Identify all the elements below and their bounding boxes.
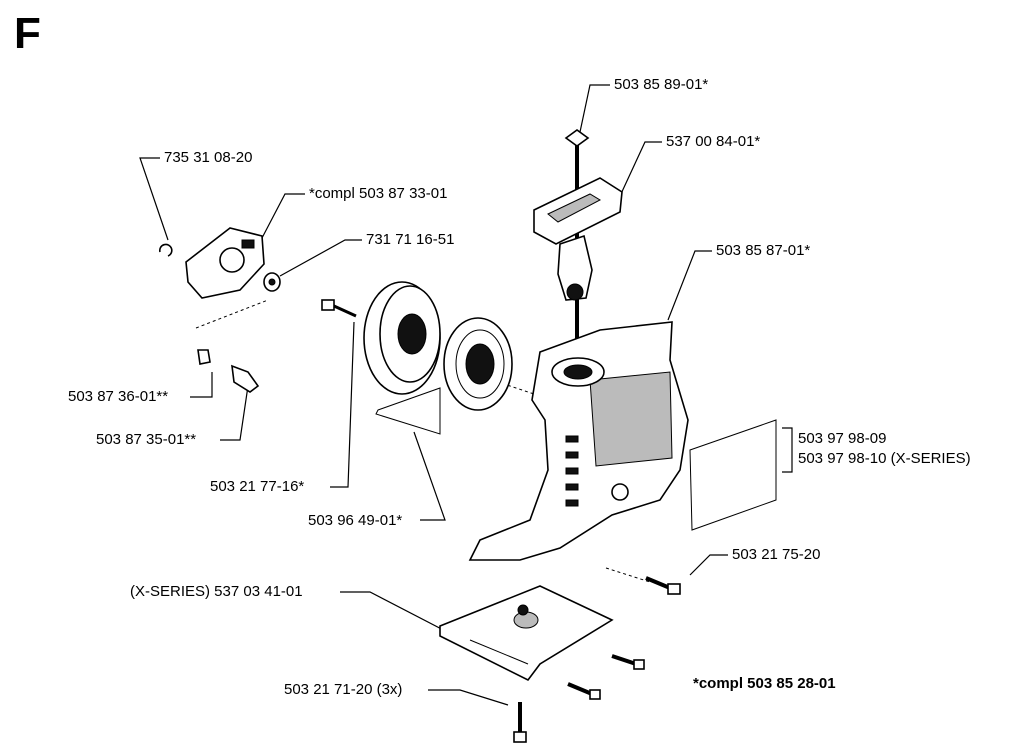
label-decal-2: 503 97 98-10 (X-SERIES) (798, 450, 971, 467)
label-circlip: 735 31 08-20 (164, 149, 253, 166)
section-letter: F (14, 9, 41, 58)
label-pawl-spring: 503 87 36-01** (68, 388, 169, 405)
label-plate-screws: 503 21 71-20 (3x) (284, 681, 403, 698)
label-washer: 731 71 16-51 (366, 231, 455, 248)
label-decal-1: 503 97 98-09 (798, 430, 887, 447)
label-pulley-screw: 503 21 77-16* (210, 478, 305, 495)
label-starter-rope-nut: 503 85 89-01* (614, 76, 709, 93)
starter-cover (468, 321, 689, 561)
cover-vent-slots (565, 435, 579, 507)
starter-pulley (363, 281, 441, 395)
pulley-spring-wrapper (375, 387, 441, 435)
recoil-spring (443, 317, 513, 411)
label-cover-screw: 503 21 75-20 (732, 546, 821, 563)
starter-handle (533, 177, 623, 301)
plate-screw-2 (567, 682, 601, 700)
label-starter-cover: 503 85 87-01* (716, 242, 811, 259)
decal-sheet (689, 419, 777, 531)
plate-screw-1 (611, 654, 645, 670)
label-starter-housing-compl: *compl 503 87 33-01 (309, 185, 448, 202)
washer (263, 272, 281, 292)
label-starter-handle: 537 00 84-01* (666, 133, 761, 150)
pawl (231, 364, 260, 393)
label-pulley-spring: 503 96 49-01* (308, 512, 403, 529)
footnote: *compl 503 85 28-01 (693, 675, 836, 692)
pawl-spring (197, 349, 211, 365)
label-bottom-plate: (X-SERIES) 537 03 41-01 (130, 583, 303, 600)
pulley-screw (321, 299, 357, 318)
plate-screw-3 (513, 702, 527, 743)
leader-lines (139, 84, 793, 706)
label-pawl: 503 87 35-01** (96, 431, 197, 448)
starter-housing-compl (185, 227, 265, 299)
cover-screw (645, 576, 681, 595)
bottom-plate (439, 585, 614, 682)
circlip (159, 243, 173, 257)
